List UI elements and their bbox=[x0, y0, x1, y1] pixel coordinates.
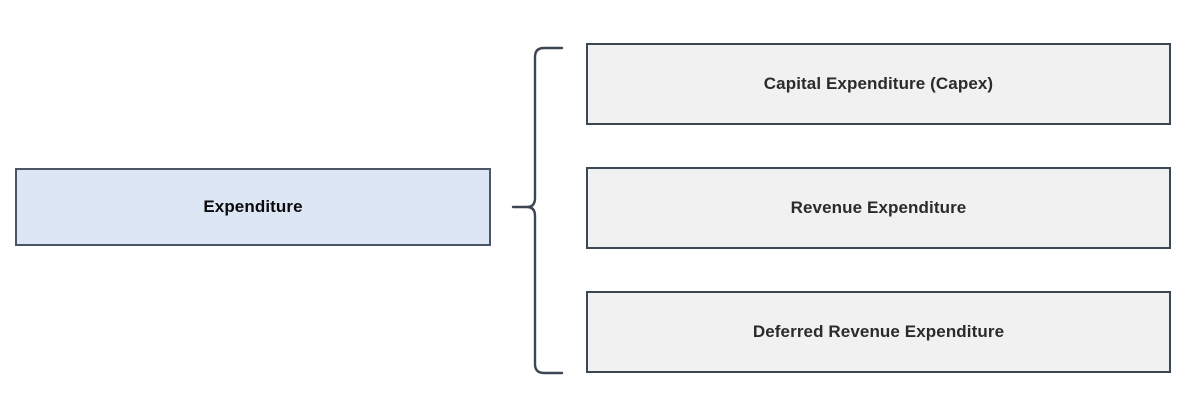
node-revenue-expenditure-label: Revenue Expenditure bbox=[790, 197, 967, 217]
node-deferred-revenue-expenditure[interactable]: Deferred Revenue Expenditure bbox=[586, 291, 1171, 373]
node-capital-expenditure[interactable]: Capital Expenditure (Capex) bbox=[586, 43, 1171, 125]
node-expenditure[interactable]: Expenditure bbox=[15, 168, 491, 246]
node-revenue-expenditure[interactable]: Revenue Expenditure bbox=[586, 167, 1171, 249]
node-deferred-revenue-expenditure-label: Deferred Revenue Expenditure bbox=[752, 321, 1005, 341]
curly-brace-connector bbox=[511, 46, 564, 375]
brace-path bbox=[525, 46, 564, 375]
node-capital-expenditure-label: Capital Expenditure (Capex) bbox=[763, 73, 994, 93]
node-expenditure-label: Expenditure bbox=[203, 196, 303, 216]
